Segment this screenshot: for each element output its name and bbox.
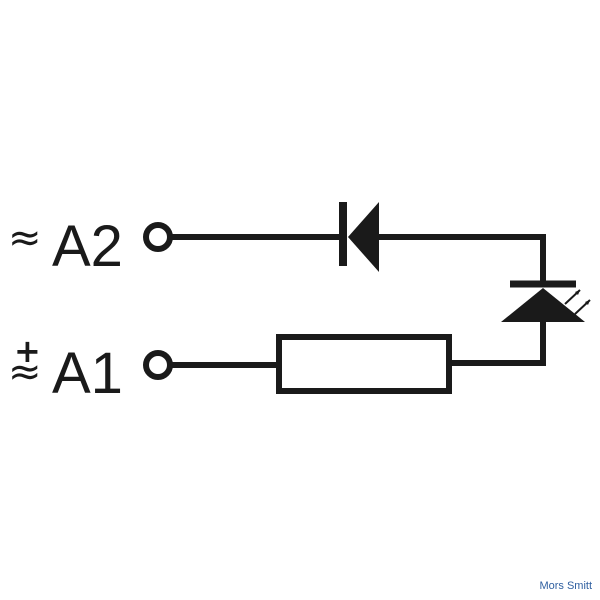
a1-terminal-icon[interactable] <box>143 350 173 380</box>
brand-label: Mors Smitt <box>539 580 592 592</box>
a1-label: A1 <box>52 341 123 406</box>
a2-terminal-icon[interactable] <box>143 222 173 252</box>
a2-ac-symbol: ≈ <box>8 215 42 261</box>
led-icon <box>501 280 591 322</box>
resistor-icon <box>276 334 452 394</box>
a1-ac-symbol: ≈ <box>8 349 42 395</box>
wiring <box>167 234 546 368</box>
a1-plus-symbol: + <box>14 332 41 370</box>
diode-icon <box>339 202 379 272</box>
a2-label: A2 <box>52 214 123 279</box>
